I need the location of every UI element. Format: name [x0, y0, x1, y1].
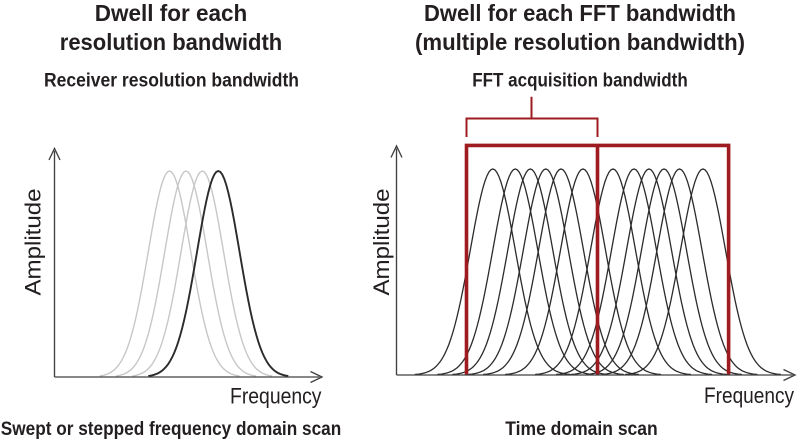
svg-text:Receiver resolution bandwidth: Receiver resolution bandwidth	[44, 71, 299, 92]
svg-text:resolution bandwidth: resolution bandwidth	[60, 29, 283, 55]
svg-text:Dwell for each FFT bandwidth: Dwell for each FFT bandwidth	[424, 0, 736, 26]
svg-text:Amplitude: Amplitude	[369, 189, 394, 296]
svg-text:Frequency: Frequency	[704, 383, 795, 408]
svg-text:Amplitude: Amplitude	[21, 189, 46, 296]
svg-text:Swept or stepped frequency dom: Swept or stepped frequency domain scan	[1, 419, 342, 440]
svg-text:Dwell for each: Dwell for each	[95, 0, 248, 26]
svg-text:Frequency: Frequency	[230, 384, 322, 409]
svg-text:(multiple resolution bandwidth: (multiple resolution bandwidth)	[415, 29, 745, 55]
svg-text:FFT acquisition bandwidth: FFT acquisition bandwidth	[472, 71, 688, 92]
svg-text:Time domain scan: Time domain scan	[505, 419, 658, 440]
